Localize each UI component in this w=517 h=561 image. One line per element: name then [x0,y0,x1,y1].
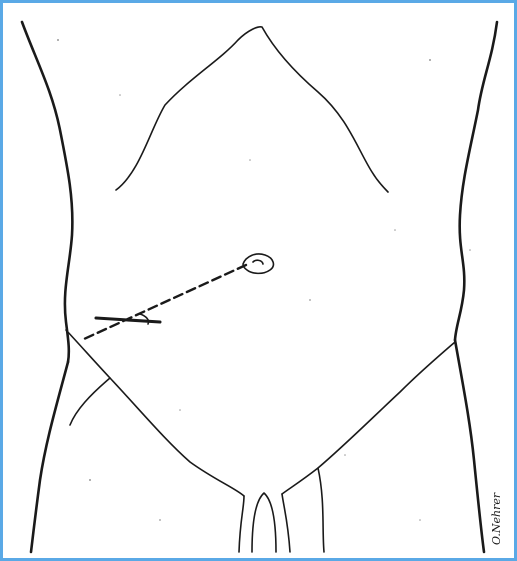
umbilicus-asis-line [84,265,246,339]
umbilicus-inner [253,260,263,264]
left-thigh-line [70,378,110,425]
left-leg-outline [31,362,68,552]
right-torso-outline [455,22,497,340]
genital-inner-left [252,493,276,552]
genital-outline [239,496,244,552]
genital-outline-right [282,494,290,552]
left-inguinal-line [66,330,244,496]
incision-marker [96,318,160,322]
illustrator-signature: O.Nehrer [490,492,503,545]
right-thigh-line [318,468,324,552]
right-inguinal-line [282,342,455,494]
right-leg-outline [455,340,484,552]
left-torso-outline [22,22,72,362]
umbilicus [243,254,273,273]
rib-cage-outline [116,27,388,192]
paper-specks [57,39,471,521]
